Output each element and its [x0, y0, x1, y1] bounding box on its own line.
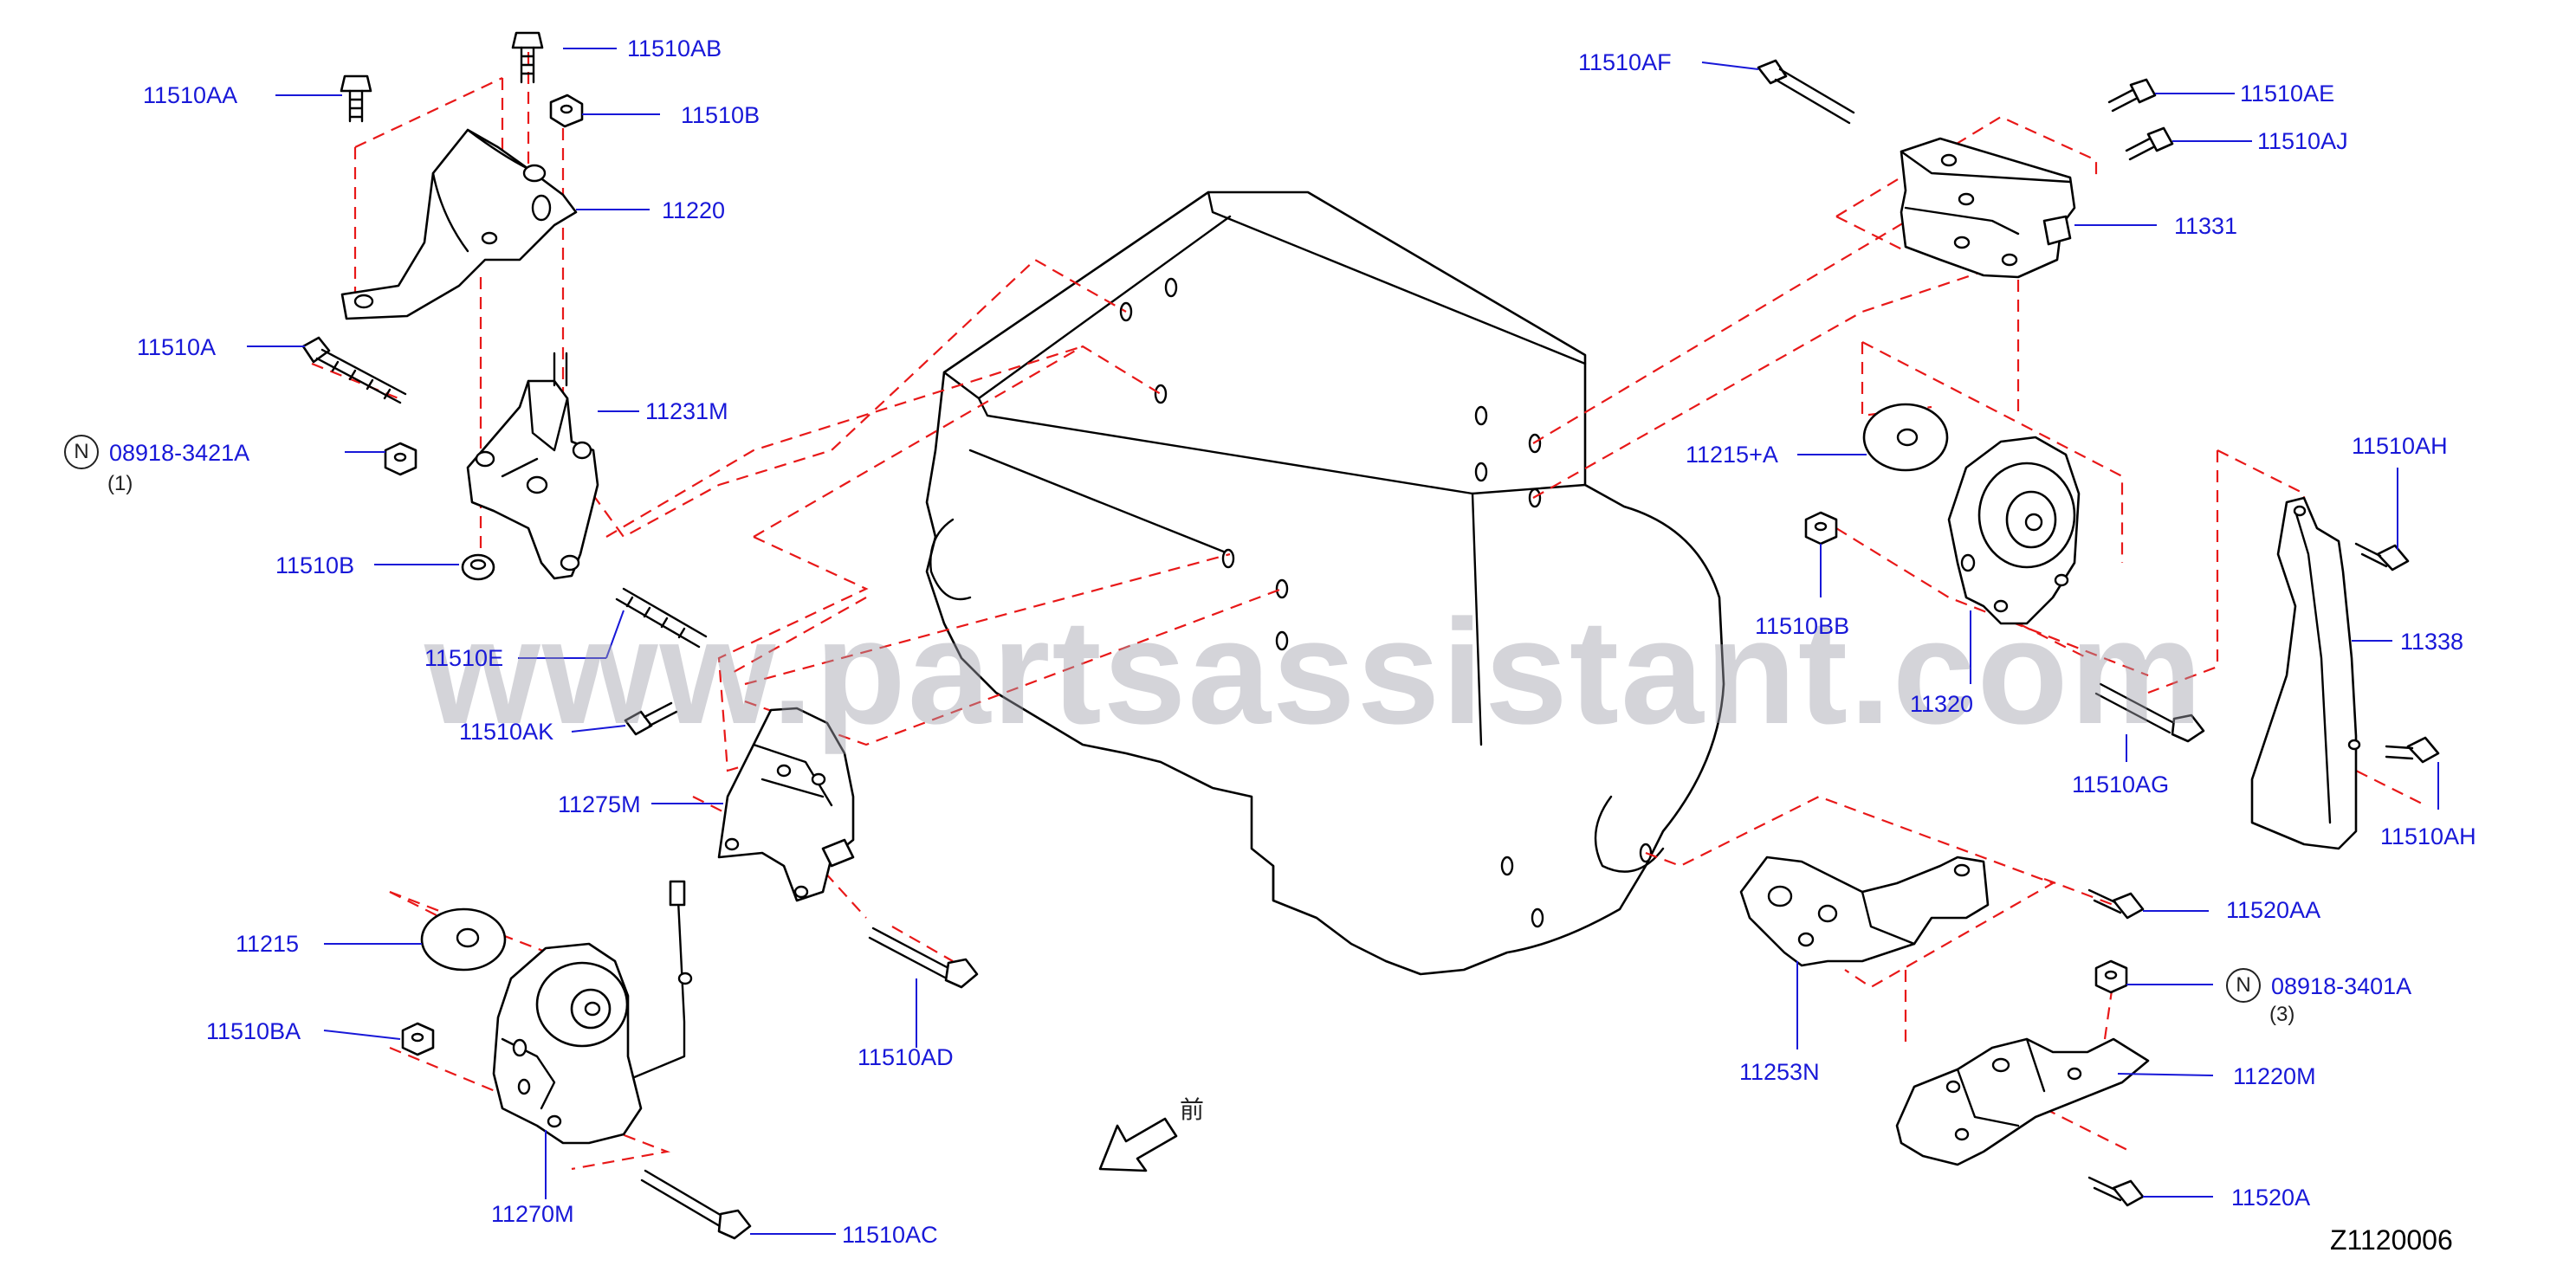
- bolt-11510AG: [2094, 682, 2205, 743]
- bracket-11275M: [717, 707, 855, 902]
- bolt-11510A: [301, 336, 407, 404]
- n-mark-icon-2: N: [2226, 968, 2261, 1003]
- label-11510BB[interactable]: 11510BB: [1755, 613, 1850, 639]
- bolt-11510AF: [1757, 59, 1855, 125]
- bolt-11510AB: [511, 31, 544, 84]
- label-11510AH-low[interactable]: 11510AH: [2380, 823, 2476, 849]
- label-11510AH-top[interactable]: 11510AH: [2352, 433, 2448, 459]
- qty-08918-3421A: (1): [107, 472, 133, 495]
- nut-11510BA: [401, 1022, 435, 1056]
- label-11220M[interactable]: 11220M: [2233, 1063, 2316, 1089]
- label-08918-3401A[interactable]: 08918-3401A: [2271, 973, 2412, 999]
- stud-11510E: [615, 587, 708, 649]
- bolt-11510AD: [868, 927, 979, 989]
- label-11510B-low[interactable]: 11510B: [275, 552, 355, 578]
- mount-11270M: [492, 942, 643, 1145]
- shield-11338: [2250, 496, 2361, 850]
- label-11270M[interactable]: 11270M: [491, 1201, 574, 1227]
- mount-11320: [1947, 436, 2081, 625]
- label-11510AG[interactable]: 11510AG: [2072, 772, 2170, 797]
- nut-08918-3401A: [2094, 959, 2128, 994]
- label-11338[interactable]: 11338: [2400, 629, 2464, 655]
- label-11510AF[interactable]: 11510AF: [1578, 49, 1672, 75]
- engine-block: [925, 190, 1725, 976]
- bolt-11510AA: [340, 74, 372, 123]
- label-11510AJ[interactable]: 11510AJ: [2257, 128, 2348, 154]
- label-08918-3421A[interactable]: 08918-3421A: [109, 440, 250, 466]
- label-11215[interactable]: 11215: [236, 931, 300, 957]
- qty-08918-3401A: (3): [2269, 1003, 2295, 1026]
- label-11510AC[interactable]: 11510AC: [842, 1222, 938, 1248]
- label-11253N[interactable]: 11253N: [1739, 1059, 1820, 1085]
- washer-11215A: [1862, 403, 1949, 472]
- bolt-11510AJ: [2125, 126, 2174, 161]
- bracket-11220: [340, 128, 578, 320]
- label-11510BA[interactable]: 11510BA: [206, 1018, 301, 1044]
- front-direction-label: 前: [1180, 1096, 1205, 1123]
- label-11320[interactable]: 11320: [1910, 691, 1974, 717]
- bracket-11331: [1900, 137, 2076, 279]
- label-11520AA[interactable]: 11520AA: [2226, 897, 2321, 923]
- nut-08918-3421A: [384, 442, 417, 476]
- label-11220[interactable]: 11220: [662, 197, 726, 223]
- label-11510E[interactable]: 11510E: [424, 645, 504, 671]
- label-11510AB[interactable]: 11510AB: [627, 36, 722, 61]
- bolt-11520AA: [2087, 888, 2145, 920]
- bracket-11220M: [1895, 1037, 2150, 1166]
- bracket-11253N: [1739, 856, 1990, 967]
- label-11510AA[interactable]: 11510AA: [143, 82, 238, 108]
- nut-11510B-low: [461, 553, 495, 581]
- label-11520A[interactable]: 11520A: [2231, 1185, 2311, 1211]
- nut-11510BB: [1804, 511, 1838, 546]
- bolt-11510AC: [640, 1169, 752, 1240]
- washer-11215: [420, 907, 507, 972]
- label-11231M[interactable]: 11231M: [645, 398, 728, 424]
- label-11510AK[interactable]: 11510AK: [459, 719, 554, 745]
- watermark: www.partsassistant.com: [424, 589, 2204, 755]
- bolt-11510AH-low: [2385, 736, 2440, 764]
- label-11331[interactable]: 11331: [2174, 213, 2238, 239]
- bolt-11510AH-top: [2354, 542, 2410, 571]
- label-11510AD[interactable]: 11510AD: [858, 1044, 954, 1070]
- front-direction-arrow-icon: [1098, 1117, 1178, 1172]
- label-11215A[interactable]: 11215+A: [1686, 442, 1778, 468]
- bolt-11510AK: [624, 701, 678, 736]
- label-11510AE[interactable]: 11510AE: [2240, 81, 2335, 107]
- label-11510B-top[interactable]: 11510B: [681, 102, 761, 128]
- n-mark-icon-1: N: [64, 435, 99, 469]
- bolt-11510AE: [2107, 78, 2157, 113]
- diagram-code: Z1120006: [2330, 1224, 2453, 1256]
- leader-lines: [247, 48, 2439, 1235]
- label-11510A[interactable]: 11510A: [137, 334, 217, 360]
- label-11275M[interactable]: 11275M: [558, 791, 641, 817]
- bracket-11231M: [466, 352, 599, 580]
- bolt-11520A: [2087, 1176, 2145, 1207]
- nut-11510B-top: [549, 94, 584, 128]
